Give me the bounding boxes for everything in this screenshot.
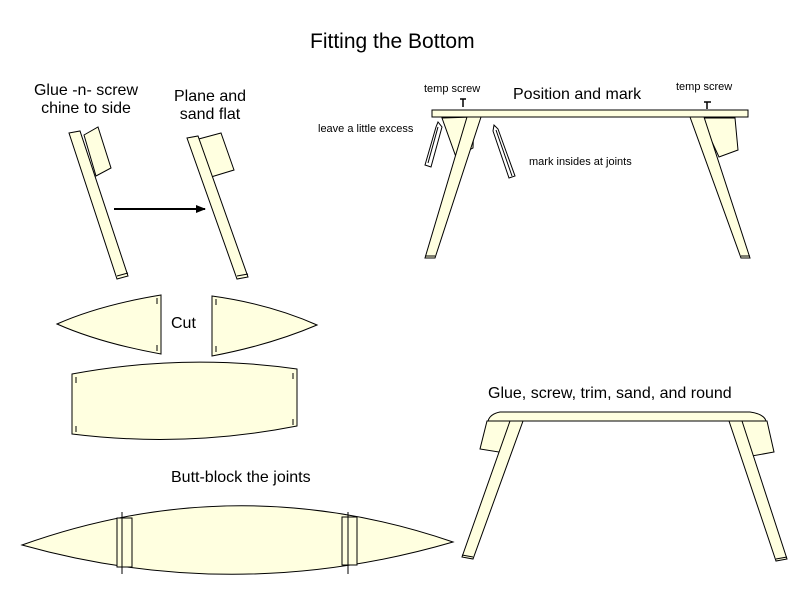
butt-blocked-bottom [20, 505, 455, 575]
step1-label-line2: chine to side [41, 100, 131, 118]
leave-excess-label: leave a little excess [318, 123, 414, 135]
pencil-right-icon [492, 123, 516, 179]
left-side-position [424, 116, 482, 259]
cut-piece-right [211, 295, 319, 357]
temp-screw-left-label: temp screw [424, 83, 481, 95]
pencil-left-icon [424, 121, 443, 168]
final-assembly [461, 411, 788, 562]
step1-label-line1: Glue -n- screw [33, 82, 139, 99]
cut-center-panel [71, 361, 298, 440]
position-mark-label: Position and mark [513, 86, 642, 103]
step2-side-panel [186, 135, 249, 280]
bottom-plank-final [487, 411, 767, 422]
position-assembly [424, 98, 751, 259]
step2-side-planed [186, 132, 249, 280]
temp-screw-right-icon [704, 101, 711, 109]
step1-chine-block [83, 126, 112, 177]
temp-screw-left-icon [460, 98, 466, 107]
step2-label-line1: Plane and [173, 88, 247, 105]
butt-block-right [341, 516, 358, 566]
step2-label: Plane and sand flat [164, 88, 256, 125]
bottom-plank-position [431, 109, 749, 118]
temp-screw-right-label: temp screw [676, 81, 733, 93]
butt-block-label: Butt-block the joints [171, 469, 311, 486]
cut-label: Cut [171, 315, 196, 332]
step1-side-panel [68, 130, 129, 280]
butt-block-left [116, 517, 133, 568]
step2-label-line2: sand flat [179, 106, 241, 124]
step1-label: Glue -n- screw chine to side [24, 82, 148, 119]
page-title: Fitting the Bottom [310, 30, 475, 53]
right-side-final [728, 420, 788, 562]
left-side-final [461, 420, 524, 560]
step1-side-with-chine [68, 126, 129, 280]
right-side-position [689, 116, 751, 259]
cut-piece-left [55, 294, 162, 355]
glue-trim-label: Glue, screw, trim, sand, and round [488, 385, 732, 402]
mark-insides-label: mark insides at joints [529, 156, 632, 168]
